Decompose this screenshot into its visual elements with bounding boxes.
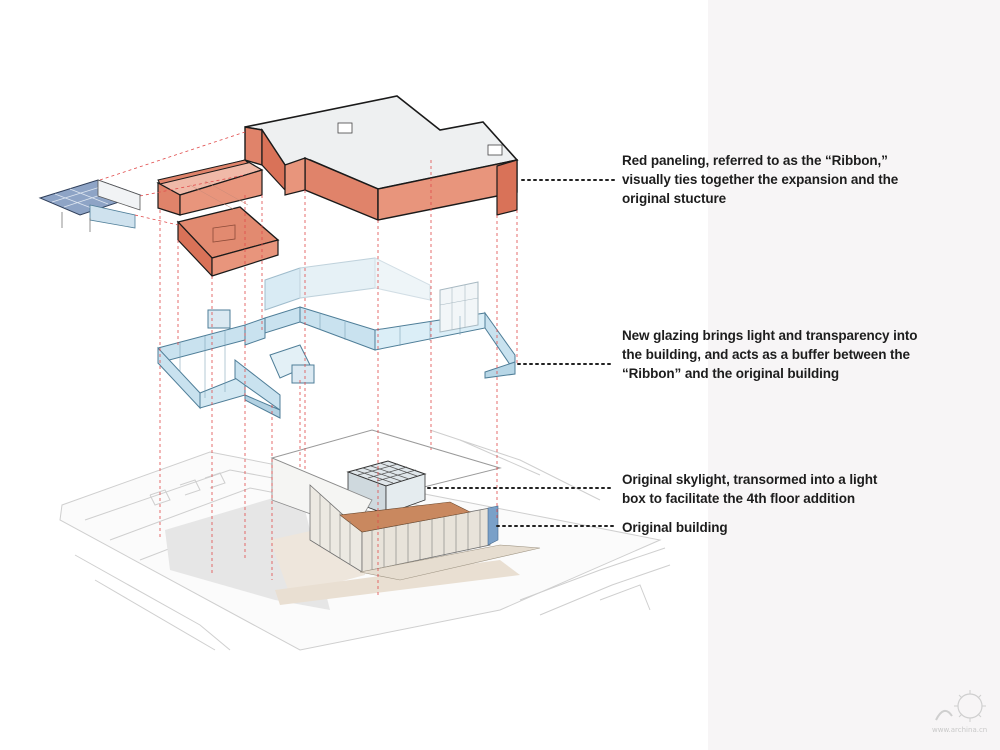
annotation-skylight-line: box to facilitate the 4th floor addition	[622, 491, 856, 506]
annotation-ribbon-line: Red paneling, referred to as the “Ribbon…	[622, 153, 888, 168]
pavilion-canopy	[38, 179, 142, 232]
annotation-leader-lines	[427, 179, 615, 527]
new-glazing-layer	[157, 257, 516, 419]
annotation-glazing-line: “Ribbon” and the original building	[622, 366, 840, 381]
watermark-logo-icon	[935, 690, 986, 722]
annotation-skylight-line: Original skylight, transormed into a lig…	[622, 472, 878, 487]
right-background-band	[708, 0, 1000, 750]
annotation-ribbon-line: original stucture	[622, 191, 727, 206]
annotation-ribbon-line: visually ties together the expansion and…	[622, 172, 899, 187]
dashed-alignment-guides	[99, 131, 518, 595]
annotation-glazing-line: the building, and acts as a buffer betwe…	[622, 347, 910, 362]
original-building	[270, 429, 541, 581]
annotation-ribbon: Red paneling, referred to as the “Ribbon…	[622, 151, 898, 208]
annotation-glazing: New glazing brings light and transparenc…	[622, 326, 918, 383]
annotation-glazing-line: New glazing brings light and transparenc…	[622, 328, 918, 343]
watermark-text: www.archina.cn	[932, 726, 988, 734]
annotation-original-line: Original building	[622, 520, 728, 535]
ribbon-red-paneling-layer	[156, 95, 519, 278]
watermark-logo: www.archina.cn	[930, 686, 992, 742]
ground-shadows	[165, 490, 520, 610]
annotation-original-building: Original building	[622, 518, 728, 537]
annotation-skylight: Original skylight, transormed into a lig…	[622, 470, 877, 508]
